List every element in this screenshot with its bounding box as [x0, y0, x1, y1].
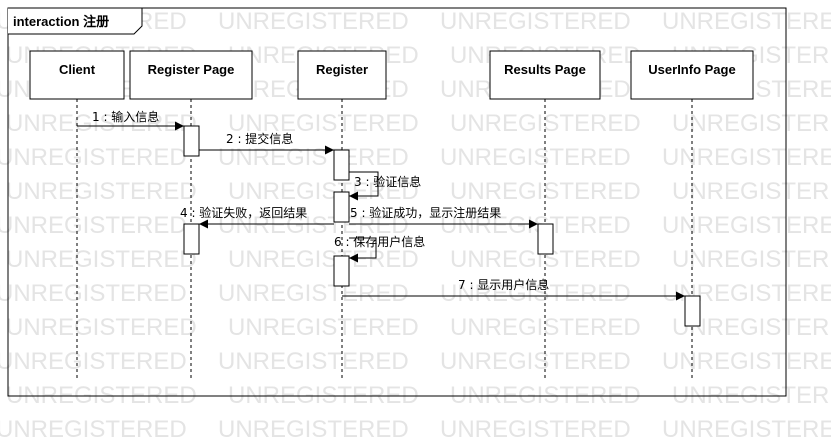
watermark-text: UNREGISTERED	[662, 8, 831, 35]
watermark-text: UNREGISTERED	[440, 144, 631, 171]
lifeline-results-page[interactable]: Results Page	[489, 50, 601, 100]
watermark-text: UNREGISTERED	[440, 280, 631, 307]
watermark-text: UNREGISTERED	[662, 416, 831, 440]
activations	[183, 125, 701, 327]
watermark-text: UNREGISTERED	[218, 280, 409, 307]
watermark-text: UNREGISTERED	[0, 348, 187, 375]
lifeline-name: Register	[316, 62, 368, 77]
watermark-text: UNREGISTERED	[440, 348, 631, 375]
watermark-text: UNREGISTERED	[228, 178, 419, 205]
message-arrow-3[interactable]	[349, 171, 379, 201]
watermark-text: UNREGISTERED	[0, 416, 187, 440]
message-label-5: 5 : 验证成功，显示注册结果	[350, 205, 501, 220]
watermark-text: UNREGISTERED	[218, 212, 409, 239]
lifeline-register[interactable]: Register	[297, 50, 387, 100]
lifeline-name: Client	[59, 62, 96, 77]
watermark-text: UNREGISTERED	[662, 212, 831, 239]
watermark-text: UNREGISTERED	[6, 246, 197, 273]
activation-userinfo-page[interactable]	[684, 295, 701, 327]
watermark-text: UNREGISTERED	[0, 212, 187, 239]
watermark-text: UNREGISTERED	[228, 246, 419, 273]
lifeline-register-page[interactable]: Register Page	[129, 50, 253, 100]
watermark-text: UNREGISTERED	[218, 8, 409, 35]
lifeline-name: Register Page	[148, 62, 235, 77]
watermark-text: UNREGISTERED	[0, 144, 187, 171]
lifeline-name: UserInfo Page	[648, 62, 735, 77]
message-label-3: 3 : 验证信息	[354, 174, 421, 189]
message-label-4: 4 : 验证失败，返回结果	[180, 205, 307, 220]
watermark-text: UNREGISTERED	[672, 178, 831, 205]
watermark-text: UNREGISTERED	[218, 416, 409, 440]
message-label-1: 1 : 输入信息	[92, 109, 159, 124]
activation-register-page-2[interactable]	[183, 223, 200, 255]
interaction-frame: interaction 注册	[7, 7, 787, 397]
messages	[77, 121, 685, 301]
activation-register-2[interactable]	[333, 191, 350, 223]
lifeline-client[interactable]: Client	[29, 50, 125, 100]
message-label-2: 2 : 提交信息	[226, 131, 293, 146]
activation-register-1[interactable]	[333, 149, 350, 181]
watermark-text: UNREGISTERED	[662, 144, 831, 171]
watermark-text: UNREGISTERED	[440, 416, 631, 440]
message-arrow-6[interactable]	[349, 237, 377, 263]
activation-register-page-1[interactable]	[183, 125, 200, 157]
activation-results-page[interactable]	[537, 223, 554, 255]
watermark-text: UNREGISTERED	[218, 144, 409, 171]
lifeline-userinfo-page[interactable]: UserInfo Page	[630, 50, 754, 100]
watermark-text: UNREGISTERED	[662, 348, 831, 375]
watermark-text: UNREGISTERED	[0, 280, 187, 307]
message-label-6: 6 : 保存用户信息	[334, 234, 425, 249]
watermark-text: UNREGISTERED	[672, 246, 831, 273]
watermark-text: UNREGISTERED	[6, 314, 197, 341]
watermark-text: UNREGISTERED	[672, 110, 831, 137]
frame-title: interaction 注册	[13, 14, 109, 29]
watermark-text: UNREGISTERED	[228, 110, 419, 137]
watermark-text: UNREGISTERED	[6, 110, 197, 137]
message-labels: 1 : 输入信息 2 : 提交信息 3 : 验证信息 4 : 验证失败，返回结果…	[92, 109, 549, 292]
watermark-text: UNREGISTERED	[228, 314, 419, 341]
watermark-text: UNREGISTERED	[440, 8, 631, 35]
watermark-text: UNREGISTERED	[218, 348, 409, 375]
watermark-text: UNREGISTERED	[6, 178, 197, 205]
activation-register-3[interactable]	[333, 255, 350, 287]
lifeline-name: Results Page	[504, 62, 586, 77]
message-label-7: 7 : 显示用户信息	[458, 277, 549, 292]
